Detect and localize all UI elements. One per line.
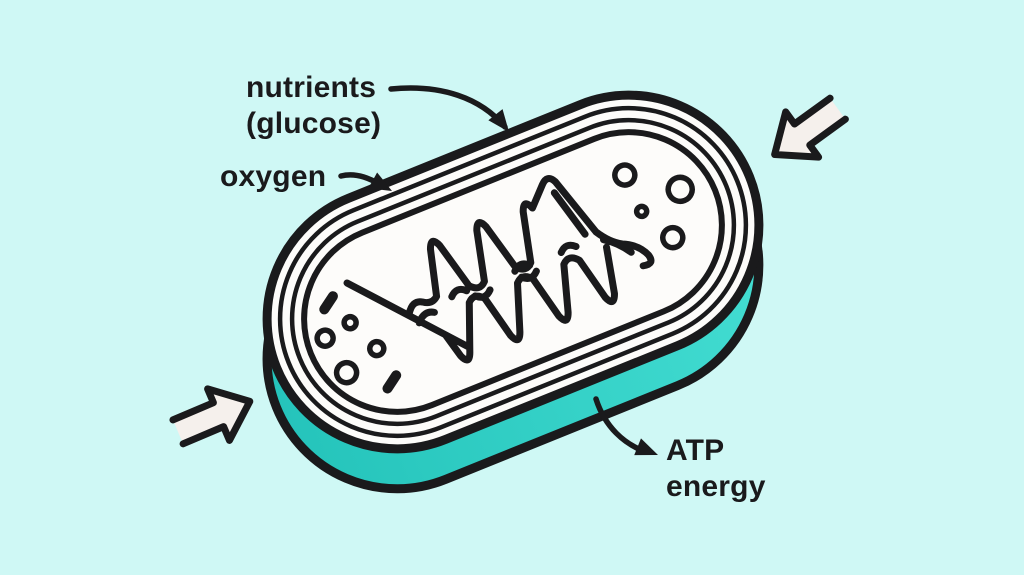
- nutrients-label: nutrients (glucose): [246, 71, 382, 140]
- atp-energy-label: ATP energy: [666, 434, 766, 503]
- granule: [665, 174, 695, 205]
- mitochondrion: [262, 90, 764, 494]
- nutrients-arrowhead-icon: [488, 109, 509, 132]
- membrane-ring-1: [277, 105, 749, 439]
- granule: [660, 224, 686, 251]
- granule-dash: [382, 370, 402, 394]
- granule: [341, 313, 359, 332]
- granule: [612, 162, 638, 188]
- nutrients-arrow: [388, 85, 508, 130]
- inner-membrane: [301, 129, 725, 415]
- oxygen-arrowhead-icon: [368, 172, 392, 191]
- inflow-arrow-bottom-left-icon: [169, 385, 254, 448]
- inflow-arrow-top-right-icon: [771, 94, 849, 161]
- cristae-ribbon: [343, 175, 655, 364]
- granule: [333, 359, 360, 386]
- granule: [367, 338, 387, 359]
- membrane-ring-2: [289, 117, 737, 427]
- oxygen-label: oxygen: [220, 160, 327, 193]
- granule-dash: [319, 291, 338, 315]
- granule: [314, 327, 336, 349]
- atp-arrowhead-icon: [634, 438, 658, 456]
- granule: [633, 203, 650, 220]
